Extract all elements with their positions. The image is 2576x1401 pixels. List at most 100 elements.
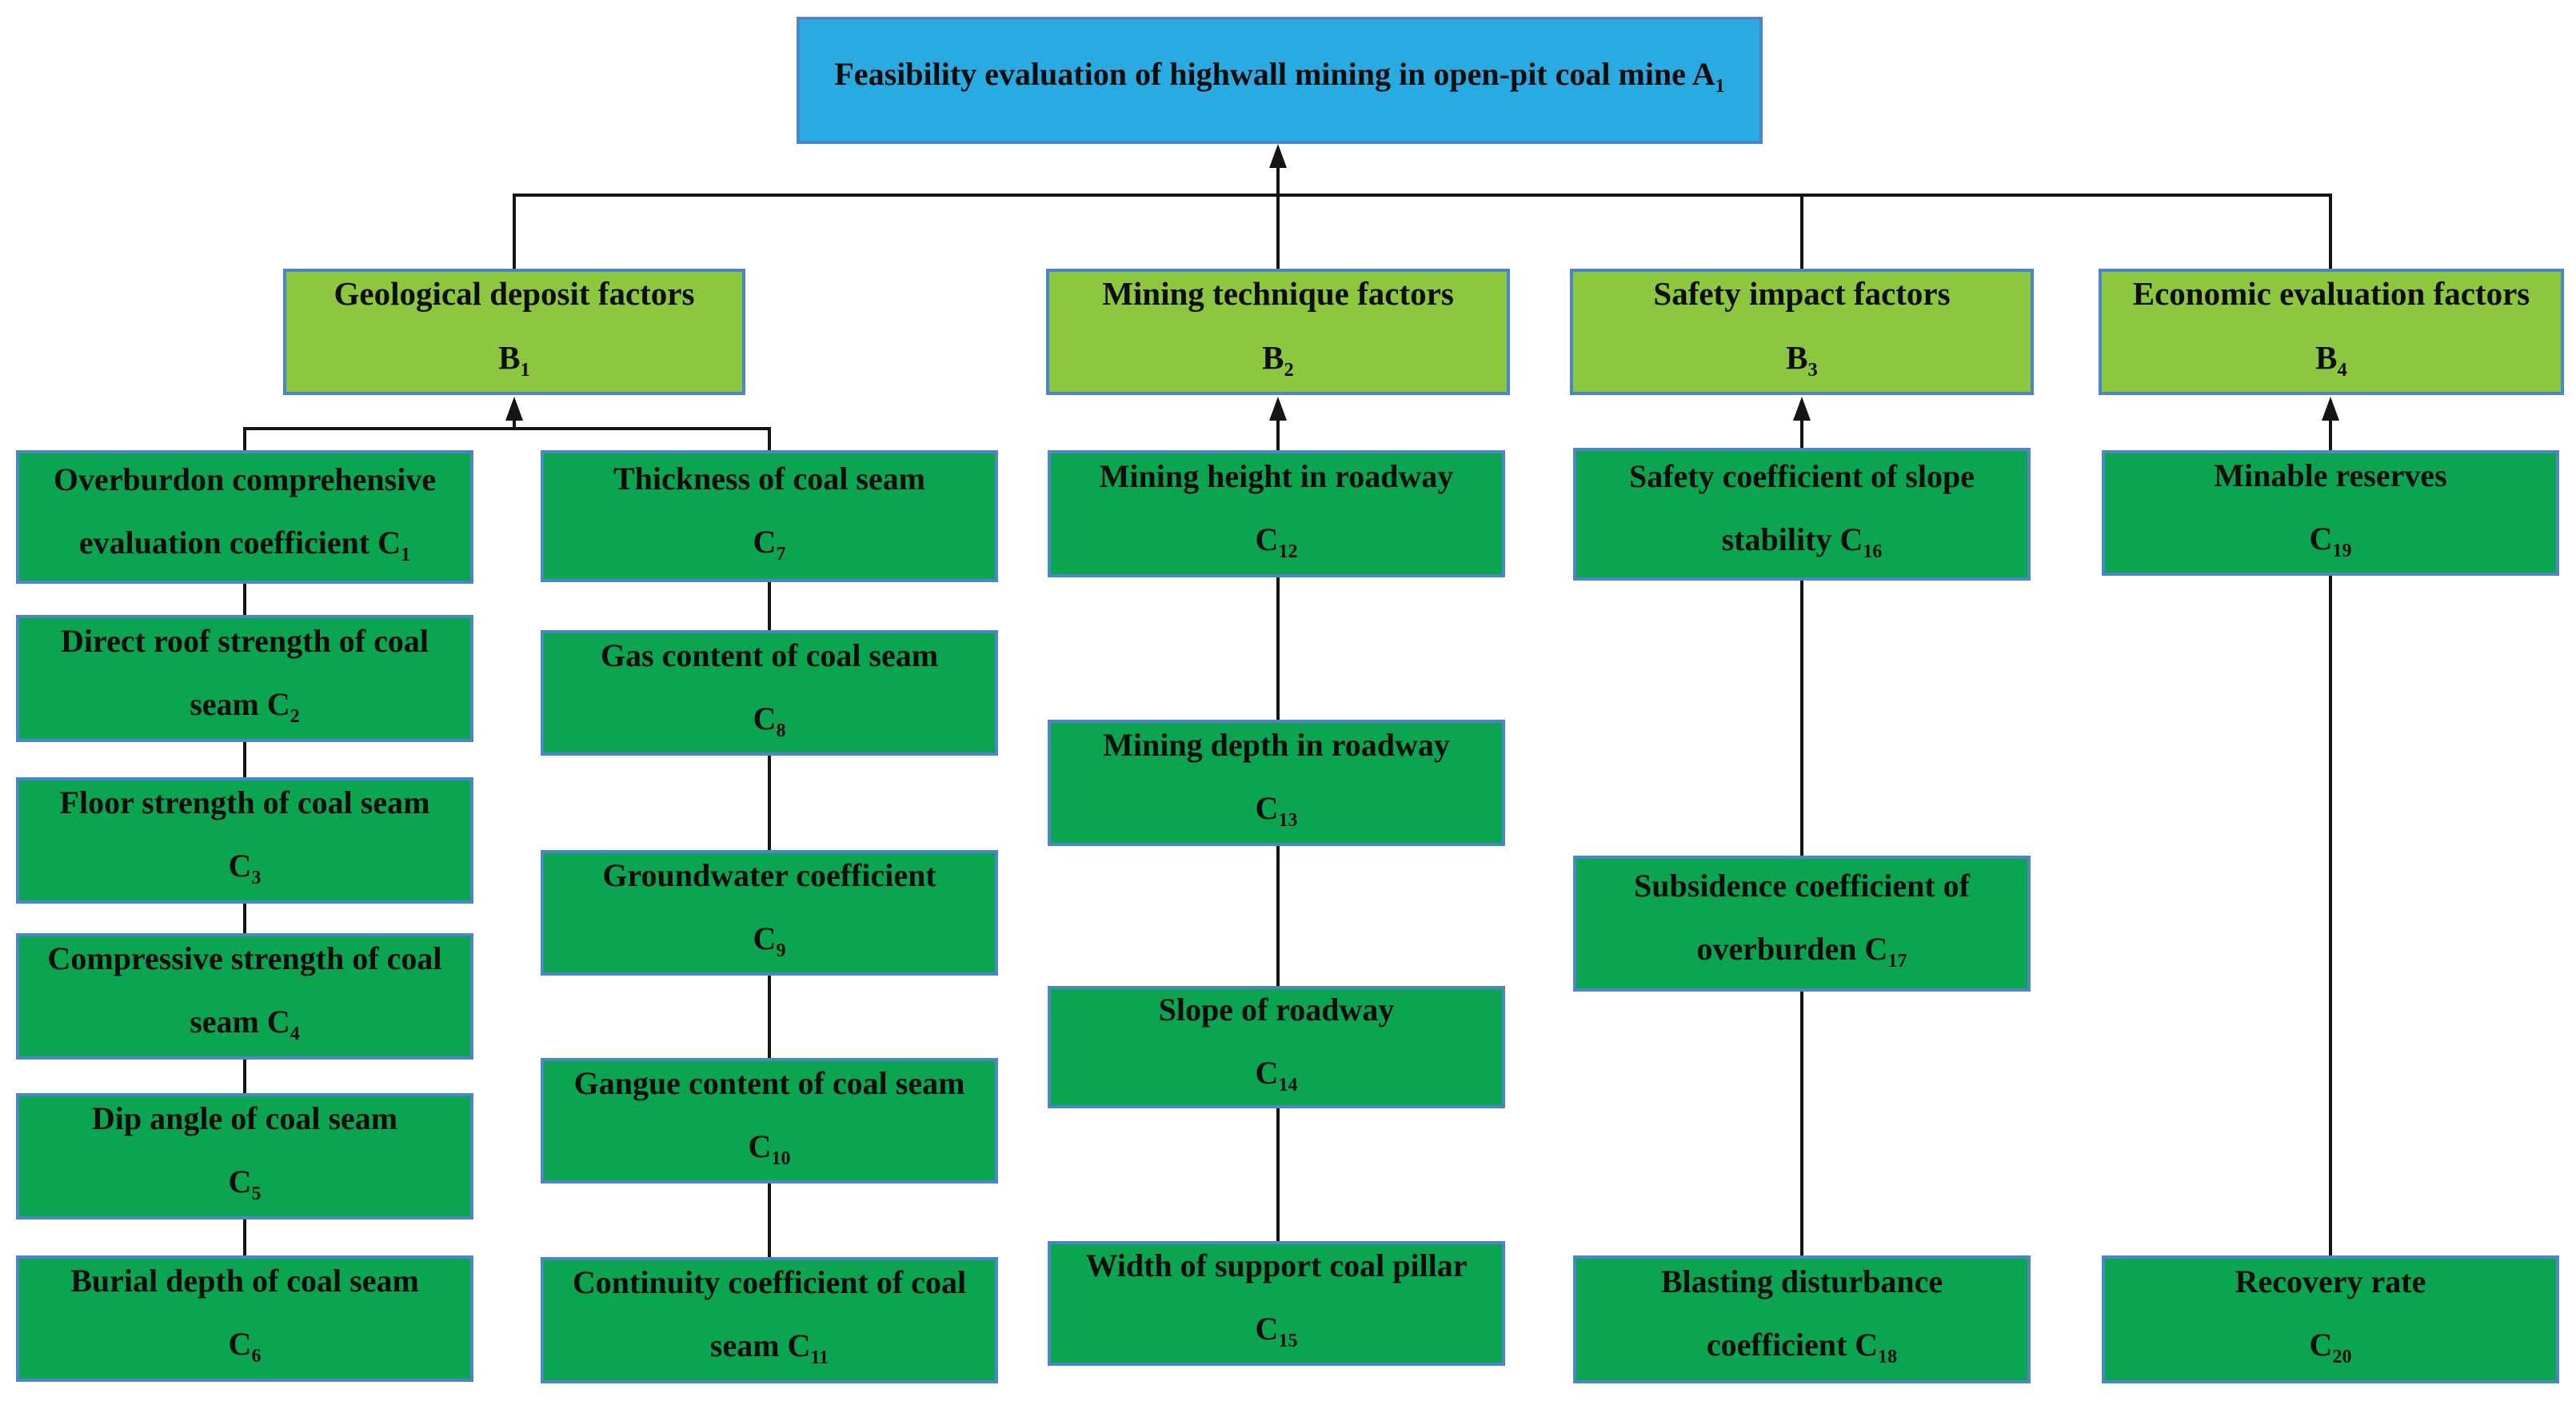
factor-code-text: B xyxy=(1786,339,1808,376)
criterion-line: C7 xyxy=(753,517,786,580)
criterion-box-c1: Overburdon comprehensive evaluation coef… xyxy=(16,450,473,584)
connector-c4-c5 xyxy=(243,1058,246,1095)
criterion-line: Slope of roadway xyxy=(1159,984,1395,1048)
criterion-line: seam C4 xyxy=(190,996,300,1060)
criterion-text: C xyxy=(753,523,777,560)
factor-code-subscript: 1 xyxy=(520,359,530,381)
criterion-subscript: 13 xyxy=(1278,810,1298,831)
connector-c16-c17 xyxy=(1800,579,1803,857)
criterion-subscript: 16 xyxy=(1863,541,1883,562)
criterion-line: Gangue content of coal seam xyxy=(574,1058,965,1121)
criterion-line: C14 xyxy=(1256,1048,1298,1111)
criterion-line: C3 xyxy=(229,840,262,904)
factor-code-text: B xyxy=(2315,339,2338,376)
criterion-line: C15 xyxy=(1256,1303,1298,1367)
criterion-line: overburden C17 xyxy=(1697,924,1907,987)
criterion-text: overburden C xyxy=(1696,931,1888,967)
criterion-text: Floor strength of coal seam xyxy=(59,784,430,820)
connector-c12-c13 xyxy=(1276,576,1280,721)
factor-label: Economic evaluation factors xyxy=(2133,268,2530,332)
factor-code-subscript: 2 xyxy=(1284,359,1294,381)
factor-code: B2 xyxy=(1262,332,1294,396)
criterion-line: C20 xyxy=(2310,1319,2352,1383)
factor-text: Safety impact factors xyxy=(1653,274,1951,312)
criterion-line: Safety coefficient of slope xyxy=(1629,451,1975,514)
criterion-line: Overburdon comprehensive xyxy=(54,454,436,517)
arrowhead-up-goal xyxy=(1269,144,1287,168)
criterion-subscript: 2 xyxy=(290,705,300,727)
connector-c10-c11 xyxy=(768,1182,771,1259)
criterion-subscript: 15 xyxy=(1278,1331,1298,1351)
criterion-box-c15: Width of support coal pillar C15 xyxy=(1048,1241,1505,1366)
criterion-text: C xyxy=(753,920,777,956)
criterion-text: Compressive strength of coal xyxy=(47,940,442,976)
criterion-subscript: 12 xyxy=(1278,541,1298,562)
criterion-line: Recovery rate xyxy=(2235,1256,2426,1319)
criterion-text: Direct roof strength of coal xyxy=(61,622,429,659)
criterion-line: Burial depth of coal seam xyxy=(70,1255,419,1319)
connector-b1-tee-left xyxy=(243,427,246,450)
connector-c13-c14 xyxy=(1276,844,1280,988)
criterion-subscript: 17 xyxy=(1887,951,1907,972)
criterion-subscript: 7 xyxy=(776,543,786,565)
criterion-box-c13: Mining depth in roadway C13 xyxy=(1048,720,1505,846)
criterion-line: Continuity coefficient of coal xyxy=(573,1257,966,1320)
factor-text: Geological deposit factors xyxy=(333,274,695,312)
criterion-text: Thickness of coal seam xyxy=(613,460,925,497)
criterion-text: C xyxy=(1255,790,1279,826)
connector-c5-c6 xyxy=(243,1218,246,1257)
factor-text: Economic evaluation factors xyxy=(2132,274,2530,312)
criterion-line: Floor strength of coal seam xyxy=(60,777,430,840)
criterion-line: stability C16 xyxy=(1722,514,1883,577)
criterion-line: C19 xyxy=(2310,513,2352,577)
criterion-line: C9 xyxy=(753,913,786,976)
criterion-line: C6 xyxy=(229,1319,262,1382)
connector-b1-tee xyxy=(243,427,771,430)
criterion-line: Mining height in roadway xyxy=(1100,451,1454,514)
factor-code-subscript: 3 xyxy=(1807,359,1818,381)
criterion-subscript: 1 xyxy=(401,544,411,565)
connector-c7-c8 xyxy=(768,581,771,632)
criterion-text: Slope of roadway xyxy=(1158,991,1395,1028)
connector-main-horizontal xyxy=(513,194,2332,197)
arrowhead-up-b1 xyxy=(505,397,523,421)
factor-box-b3: Safety impact factors B3 xyxy=(1570,269,2034,395)
criterion-box-c20: Recovery rate C20 xyxy=(2102,1255,2559,1383)
criterion-text: Safety coefficient of slope xyxy=(1628,458,1975,494)
criterion-line: C12 xyxy=(1256,514,1298,577)
criterion-line: seam C2 xyxy=(190,679,300,742)
connector-b3-shaft xyxy=(1800,417,1803,449)
criterion-text: C xyxy=(748,1128,772,1164)
criterion-text: Dip angle of coal seam xyxy=(91,1100,398,1136)
connector-c2-c3 xyxy=(243,740,246,779)
factor-code-text: B xyxy=(498,339,521,376)
factor-code: B1 xyxy=(498,332,530,396)
criterion-line: Mining depth in roadway xyxy=(1103,720,1450,783)
criterion-line: Minable reserves xyxy=(2214,450,2446,513)
criterion-subscript: 5 xyxy=(251,1183,262,1204)
factor-label: Mining technique factors xyxy=(1102,268,1454,332)
connector-c19-c20 xyxy=(2329,574,2332,1257)
criterion-text: coefficient C xyxy=(1706,1327,1879,1363)
criterion-text: Groundwater coefficient xyxy=(602,856,937,893)
criterion-box-c10: Gangue content of coal seam C10 xyxy=(541,1058,998,1183)
criterion-text: Subsidence coefficient of xyxy=(1634,868,1970,904)
criterion-text: Continuity coefficient of coal xyxy=(572,1264,967,1300)
criterion-text: C xyxy=(1255,1311,1279,1347)
connector-c8-c9 xyxy=(768,754,771,852)
criterion-box-c3: Floor strength of coal seam C3 xyxy=(16,777,473,904)
criterion-text: evaluation coefficient C xyxy=(78,524,401,561)
criterion-text: C xyxy=(2309,520,2333,557)
connector-b1-tee-right xyxy=(768,427,771,450)
criterion-subscript: 6 xyxy=(251,1346,262,1367)
arrowhead-up-b3 xyxy=(1793,397,1811,421)
factor-code: B4 xyxy=(2315,332,2347,396)
criterion-text: C xyxy=(1255,521,1279,557)
connector-c14-c15 xyxy=(1276,1107,1280,1243)
criterion-box-c2: Direct roof strength of coal seam C2 xyxy=(16,615,473,742)
criterion-box-c11: Continuity coefficient of coal seam C11 xyxy=(541,1257,998,1383)
criterion-box-c7: Thickness of coal seam C7 xyxy=(541,450,998,582)
factor-box-b1: Geological deposit factors B1 xyxy=(283,269,745,395)
criterion-line: Subsidence coefficient of xyxy=(1634,860,1970,924)
